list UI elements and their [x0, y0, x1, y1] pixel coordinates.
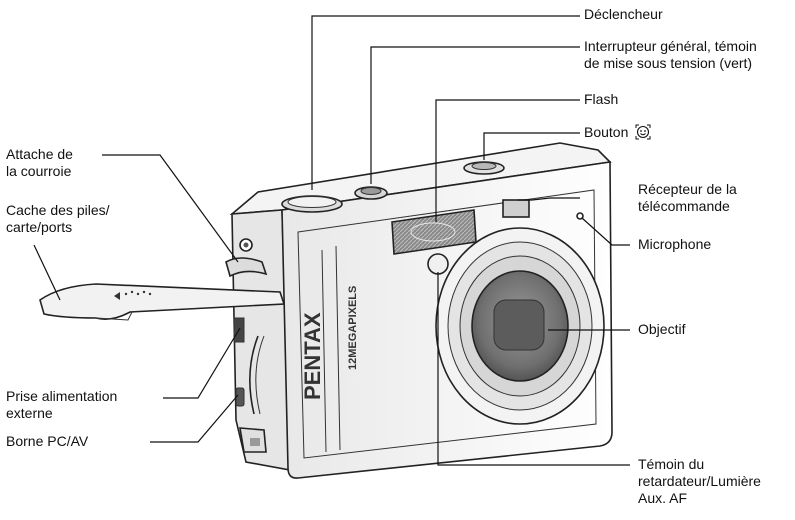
leader-lines	[33, 15, 630, 466]
label-strap-lug: Attache de la courroie	[6, 146, 73, 180]
battery-card-cover	[39, 283, 286, 321]
label-text: carte/ports	[6, 219, 73, 235]
label-shutter-release: Déclencheur	[584, 6, 663, 23]
label-face-button: Bouton	[584, 124, 651, 141]
label-text: Attache de	[6, 146, 73, 162]
label-text: Objectif	[638, 321, 686, 337]
label-text: Microphone	[638, 236, 712, 252]
label-text: Flash	[584, 91, 619, 107]
label-text: Récepteur de la	[638, 181, 737, 197]
shutter-button	[281, 195, 343, 213]
microphone-hole	[576, 212, 584, 220]
self-timer-lamp	[427, 253, 449, 275]
brand-logo: PENTAX	[300, 312, 325, 400]
label-text: externe	[6, 405, 53, 421]
label-text: Témoin du	[638, 456, 705, 472]
model-marking: 12MEGAPIXELS	[347, 286, 359, 370]
label-pc-av-terminal: Borne PC/AV	[6, 433, 88, 450]
label-flash: Flash	[584, 91, 618, 108]
power-switch	[354, 186, 388, 200]
label-self-timer-lamp: Témoin du retardateur/Lumière Aux. AF	[638, 456, 761, 507]
label-lens: Objectif	[638, 321, 685, 338]
label-text: Cache des piles/	[6, 202, 110, 218]
label-text: Bouton	[584, 124, 629, 140]
strap-lug	[225, 238, 268, 278]
label-text: Déclencheur	[584, 6, 663, 22]
label-microphone: Microphone	[638, 236, 711, 253]
label-text: Aux. AF	[638, 490, 688, 506]
label-text: Prise alimentation	[6, 388, 118, 404]
label-text: Interrupteur général, témoin	[584, 38, 757, 54]
remote-receiver	[502, 199, 530, 218]
lens-assembly	[435, 227, 605, 425]
label-battery-card-cover: Cache des piles/ carte/ports	[6, 202, 110, 236]
label-remote-receiver: Récepteur de la télécommande	[638, 181, 737, 215]
label-text: télécommande	[638, 198, 730, 214]
face-detection-icon	[635, 124, 651, 140]
label-text: retardateur/Lumière	[638, 473, 761, 489]
label-power-switch: Interrupteur général, témoin de mise sou…	[584, 38, 757, 72]
label-text: Borne PC/AV	[6, 433, 89, 449]
label-text: la courroie	[6, 163, 72, 179]
label-dc-input: Prise alimentation externe	[6, 388, 117, 422]
face-detection-button	[463, 161, 505, 175]
label-text: de mise sous tension (vert)	[584, 55, 753, 71]
